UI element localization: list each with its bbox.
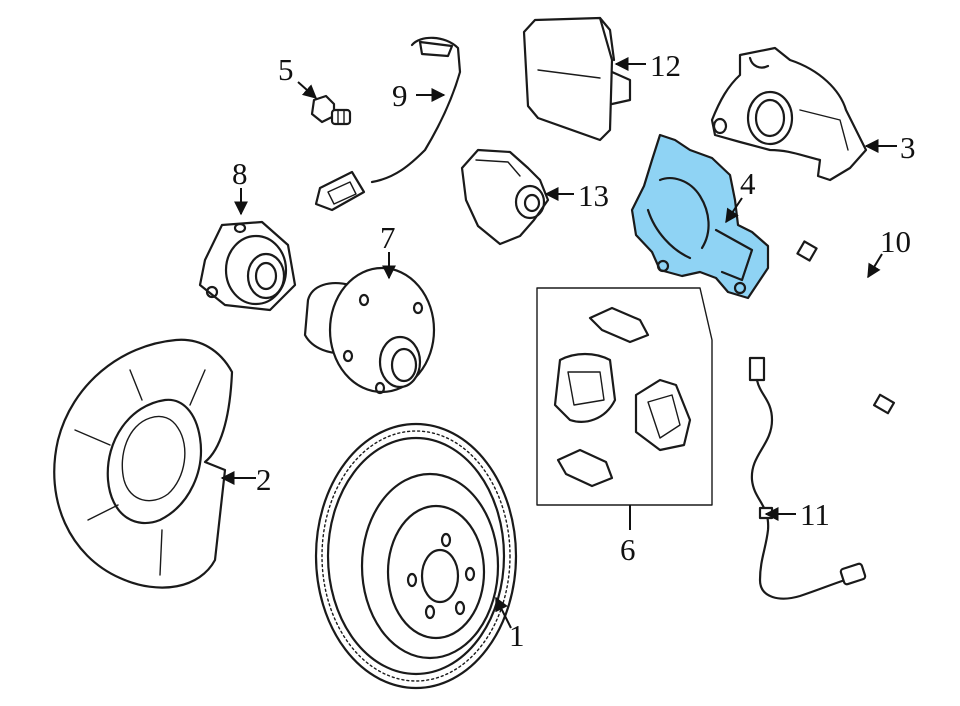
part-1-brake-rotor[interactable] — [314, 422, 518, 690]
part-8-wheel-bearing[interactable] — [198, 220, 297, 312]
leader-4 — [725, 197, 743, 224]
part-7-wheel-hub[interactable] — [303, 266, 436, 395]
part-6-brake-pad-set[interactable] — [536, 287, 713, 506]
callout-12: 12 — [650, 48, 681, 83]
callout-1: 1 — [509, 618, 525, 653]
callout-5: 5 — [278, 52, 294, 87]
callout-10: 10 — [880, 224, 911, 259]
callout-2: 2 — [256, 462, 272, 497]
part-5-bolt[interactable] — [310, 94, 352, 126]
part-9-wear-sensor[interactable] — [314, 36, 462, 212]
callout-6: 6 — [620, 532, 636, 567]
callout-8: 8 — [232, 156, 248, 191]
leader-10 — [867, 253, 883, 279]
leader-5 — [297, 81, 318, 99]
callout-numbers: 1 2 3 4 5 6 7 8 9 10 11 12 13 — [232, 48, 916, 653]
callout-13: 13 — [578, 178, 609, 213]
callout-9: 9 — [392, 78, 408, 113]
callout-leaders — [220, 57, 897, 629]
callout-4: 4 — [740, 166, 756, 201]
part-10-brake-hose[interactable] — [796, 240, 896, 415]
leader-1 — [495, 596, 512, 629]
callout-7: 7 — [380, 220, 396, 255]
part-4-caliper-bracket[interactable] — [630, 133, 770, 300]
part-11-abs-sensor[interactable] — [748, 356, 867, 600]
part-2-dust-shield[interactable] — [53, 338, 234, 589]
callout-11: 11 — [800, 497, 830, 532]
part-12-control-module[interactable] — [522, 16, 632, 142]
part-3-caliper[interactable] — [710, 46, 868, 182]
part-13-actuator-motor[interactable] — [460, 148, 550, 246]
callout-3: 3 — [900, 130, 916, 165]
